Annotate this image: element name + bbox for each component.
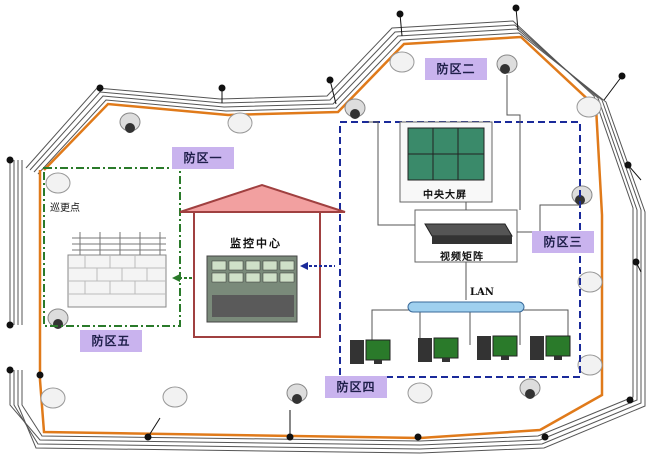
computer-icon xyxy=(418,337,459,362)
lan-label: LAN xyxy=(470,287,494,298)
big-screen-label: 中央大屏 xyxy=(423,190,467,201)
guard-building xyxy=(67,232,167,308)
fence-posts xyxy=(6,4,642,441)
video-matrix xyxy=(414,209,518,263)
patrol-zone-boundary xyxy=(43,167,181,327)
zone-2-label: 防区二 xyxy=(425,58,487,80)
zone-4-label: 防区四 xyxy=(325,376,387,398)
camera-icon xyxy=(571,185,593,205)
patrol-point-label: 巡更点 xyxy=(50,203,80,214)
zone-5-label: 防区五 xyxy=(80,330,142,352)
perimeter-fence xyxy=(9,20,646,454)
computer-icon xyxy=(530,335,571,360)
computer-icon xyxy=(350,339,391,364)
big-screen xyxy=(399,121,493,203)
camera-icon xyxy=(519,378,541,399)
camera-icon xyxy=(119,112,141,133)
detector-icon xyxy=(40,51,603,409)
camera-icon xyxy=(286,383,308,404)
camera-icon xyxy=(344,98,366,119)
video-matrix-label: 视频矩阵 xyxy=(440,252,484,263)
lan-bus xyxy=(407,301,525,313)
computer-icon xyxy=(477,335,518,360)
monitor-center-label: 监控中心 xyxy=(230,237,282,250)
camera-icon xyxy=(496,54,518,74)
zone-1-label: 防区一 xyxy=(172,147,234,169)
monitor-center-house xyxy=(179,183,346,338)
zone-3-label: 防区三 xyxy=(532,231,594,253)
